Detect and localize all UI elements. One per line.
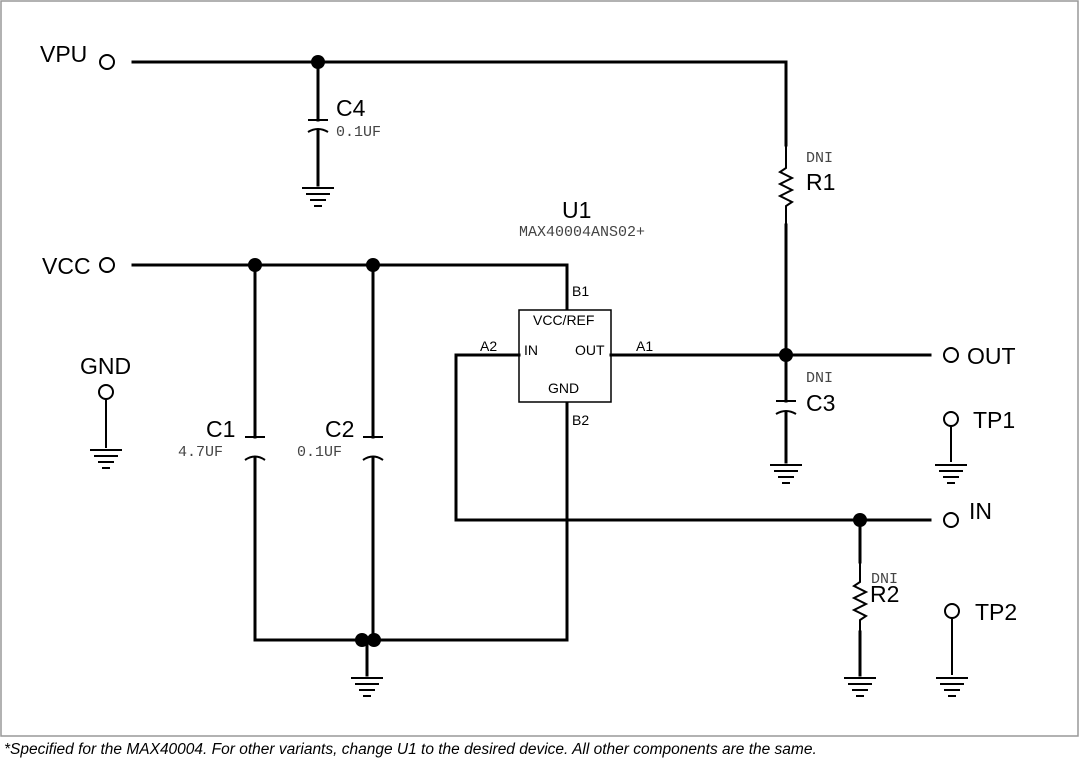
tp1-testpoint: TP1 xyxy=(935,407,1015,484)
r2-ref: R2 xyxy=(870,581,899,607)
u1-part: MAX40004ANS02+ xyxy=(519,224,645,241)
ground-symbol xyxy=(936,677,968,697)
capacitor-c2: C2 0.1UF xyxy=(297,263,384,642)
out-label: OUT xyxy=(967,343,1016,369)
u1-pin-a1: A1 xyxy=(636,338,653,354)
out-net: OUT xyxy=(609,343,1016,369)
ground-symbol xyxy=(770,464,802,484)
gnd-label: GND xyxy=(80,353,131,379)
u1-pin-in: IN xyxy=(524,342,538,358)
u1-ref: U1 xyxy=(562,197,591,223)
in-net: IN xyxy=(454,353,992,528)
ic-u1: U1 MAX40004ANS02+ VCC/REF IN OUT GND B1 … xyxy=(480,197,653,428)
in-terminal xyxy=(943,512,959,528)
vcc-label: VCC xyxy=(42,253,91,279)
u1-pin-vcc-ref: VCC/REF xyxy=(533,312,594,328)
c4-value: 0.1UF xyxy=(336,124,381,141)
resistor-r1: DNI R1 xyxy=(777,145,835,357)
in-label: IN xyxy=(969,498,992,524)
u1-pin-b2: B2 xyxy=(572,412,589,428)
vcc-net: VCC xyxy=(42,253,569,312)
resistor-r2: DNI R2 xyxy=(844,518,899,697)
vpu-terminal xyxy=(99,54,115,70)
tp2-testpoint: TP2 xyxy=(936,599,1017,697)
ground-symbol xyxy=(90,449,122,469)
c3-ref: C3 xyxy=(806,390,835,416)
u1-pin-gnd: GND xyxy=(548,380,579,396)
ground-symbol xyxy=(351,677,383,697)
vpu-net: VPU xyxy=(40,41,788,147)
gnd-terminal xyxy=(98,384,114,400)
tp2-label: TP2 xyxy=(975,599,1017,625)
capacitor-c1: C1 4.7UF xyxy=(178,263,266,642)
tp2-terminal xyxy=(944,603,960,619)
out-terminal xyxy=(943,347,959,363)
vpu-label: VPU xyxy=(40,41,87,67)
ground-bus xyxy=(253,401,569,697)
c4-ref: C4 xyxy=(336,95,366,121)
u1-pin-a2: A2 xyxy=(480,338,497,354)
ground-symbol xyxy=(935,464,967,484)
c2-value: 0.1UF xyxy=(297,444,342,461)
u1-pin-b1: B1 xyxy=(572,283,589,299)
capacitor-c4: C4 0.1UF xyxy=(302,60,381,207)
ground-symbol xyxy=(844,677,876,697)
c1-ref: C1 xyxy=(206,416,235,442)
vcc-terminal xyxy=(99,257,115,273)
footnote: *Specified for the MAX40004. For other v… xyxy=(4,741,817,758)
vcc-wire xyxy=(131,263,569,312)
diagram-frame xyxy=(0,0,1079,737)
c3-value: DNI xyxy=(806,370,833,387)
r2-value: DNI xyxy=(871,571,898,588)
capacitor-c3: DNI C3 xyxy=(770,353,835,484)
tp1-label: TP1 xyxy=(973,407,1015,433)
ground-symbol xyxy=(302,187,334,207)
r1-value: DNI xyxy=(806,150,833,167)
c1-value: 4.7UF xyxy=(178,444,223,461)
vpu-wire xyxy=(131,60,788,147)
u1-pin-out: OUT xyxy=(575,342,605,358)
r1-ref: R1 xyxy=(806,169,835,195)
tp1-terminal xyxy=(943,411,959,427)
gnd-net: GND xyxy=(80,353,131,469)
c2-ref: C2 xyxy=(325,416,354,442)
